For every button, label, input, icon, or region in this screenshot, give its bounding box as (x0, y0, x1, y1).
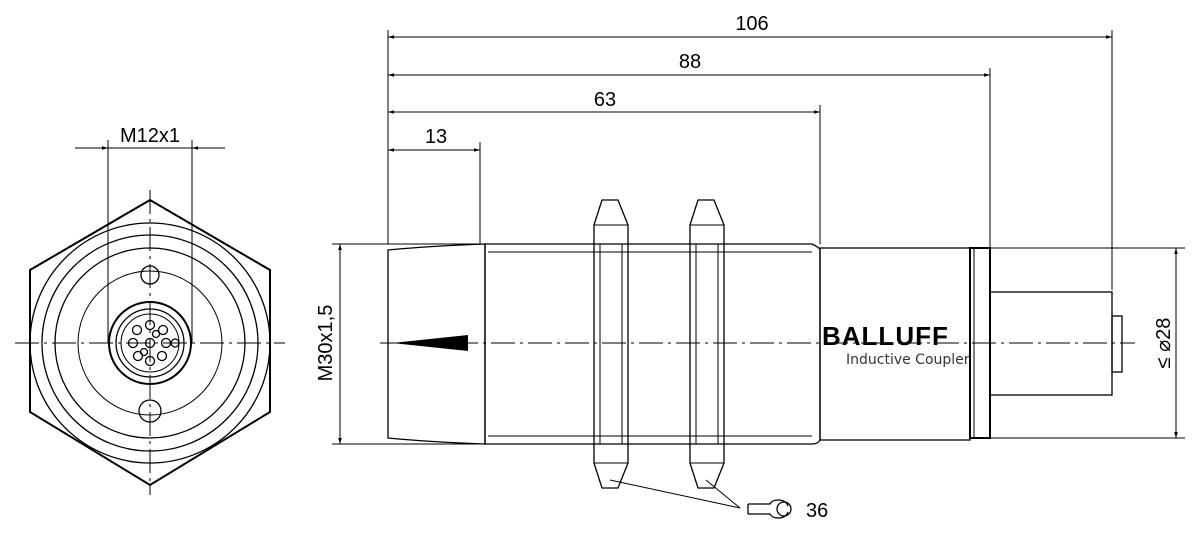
dim-m30-label: M30x1,5 (315, 305, 337, 382)
dim-m12-label: M12x1 (120, 125, 180, 147)
dim-63-label: 63 (594, 89, 616, 111)
threaded-housing (484, 243, 821, 445)
product-label: Inductive Coupler (846, 352, 970, 368)
side-view: BALLUFF Inductive Coupler 106 88 63 13 M… (315, 13, 1185, 522)
lock-nut-2 (689, 199, 725, 489)
wrench-icon (747, 499, 792, 519)
connector-tip (1111, 315, 1123, 373)
dim-106-label: 106 (735, 13, 768, 35)
brand-logo: BALLUFF (822, 321, 949, 351)
dim-13-label: 13 (425, 126, 447, 148)
dim-dia28-label: ≤ ⌀28 (1153, 318, 1175, 369)
lock-nut-1 (593, 199, 629, 489)
front-view: M12x1 (15, 125, 285, 495)
dim-88-label: 88 (679, 51, 701, 73)
dim-36-label: 36 (806, 500, 828, 522)
